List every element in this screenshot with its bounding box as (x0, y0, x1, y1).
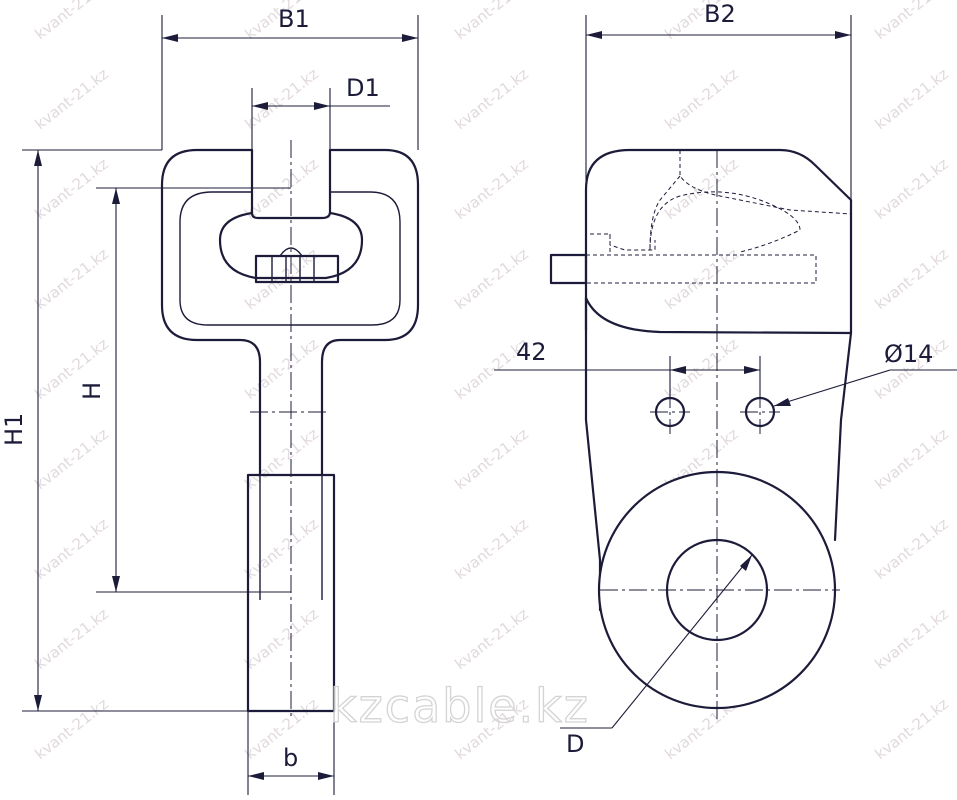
watermark-large: kzcable.kz (330, 679, 590, 733)
watermark-small: kvant-21.kz (31, 245, 112, 313)
watermark-small: kvant-21.kz (871, 695, 952, 763)
watermark-small: kvant-21.kz (31, 0, 112, 43)
watermark-small: kvant-21.kz (451, 245, 532, 313)
watermark-small: kvant-21.kz (241, 155, 322, 223)
watermark-small: kvant-21.kz (31, 425, 112, 493)
watermark-small: kvant-21.kz (31, 605, 112, 673)
watermark-small: kvant-21.kz (241, 65, 322, 133)
watermark-small: kvant-21.kz (31, 155, 112, 223)
dim-d-label: D (566, 730, 584, 758)
dim-h1-label: H1 (0, 413, 28, 446)
watermark-small: kvant-21.kz (241, 695, 322, 763)
watermark-small: kvant-21.kz (31, 695, 112, 763)
front-inner-rim (179, 191, 401, 326)
side-dimensions: B2 42 Ø14 D (494, 0, 957, 758)
front-locking-pin (254, 254, 340, 284)
watermark-small: kvant-21.kz (871, 245, 952, 313)
watermark-small: kvant-21.kz (871, 515, 952, 583)
watermark-small: kvant-21.kz (451, 605, 532, 673)
watermark-small: kvant-21.kz (661, 335, 742, 403)
dim-b-label: b (283, 744, 298, 772)
side-head-outline (584, 148, 853, 335)
front-dimensions: B1 D1 H1 H b (0, 5, 419, 795)
side-head-bottom (584, 296, 853, 335)
watermark-small: kvant-21.kz (871, 605, 952, 673)
watermark-small: kvant-21.kz (661, 155, 742, 223)
front-head-outline-left (160, 148, 262, 477)
dim-d1-label: D1 (346, 74, 380, 102)
watermark-small: kvant-21.kz (871, 0, 952, 43)
watermark-small: kvant-21.kz (241, 605, 322, 673)
watermark-small: kvant-21.kz (661, 65, 742, 133)
dim-b1-label: B1 (278, 5, 310, 33)
watermark-small: kvant-21.kz (451, 155, 532, 223)
watermark-small: kvant-21.kz (31, 515, 112, 583)
watermark-small: kvant-21.kz (451, 425, 532, 493)
side-body-outline (584, 296, 602, 612)
dim-h-label: H (78, 382, 106, 400)
watermark-small: kvant-21.kz (871, 65, 952, 133)
watermark-small: kvant-21.kz (871, 155, 952, 223)
dim-hole-label: Ø14 (884, 340, 933, 368)
front-view (160, 140, 420, 720)
watermark-small: kvant-21.kz (451, 65, 532, 133)
side-view (549, 148, 853, 720)
watermark-small: kvant-21.kz (31, 65, 112, 133)
watermark-small: kvant-21.kz (241, 515, 322, 583)
front-head-outline (250, 148, 420, 477)
dim-42-label: 42 (516, 338, 547, 366)
watermark-small: kvant-21.kz (451, 0, 532, 43)
watermark-small: kvant-21.kz (871, 425, 952, 493)
watermark-small: kvant-21.kz (241, 425, 322, 493)
watermark-small: kvant-21.kz (451, 515, 532, 583)
dim-b2-label: B2 (704, 0, 736, 28)
side-pin-stub (549, 253, 588, 285)
